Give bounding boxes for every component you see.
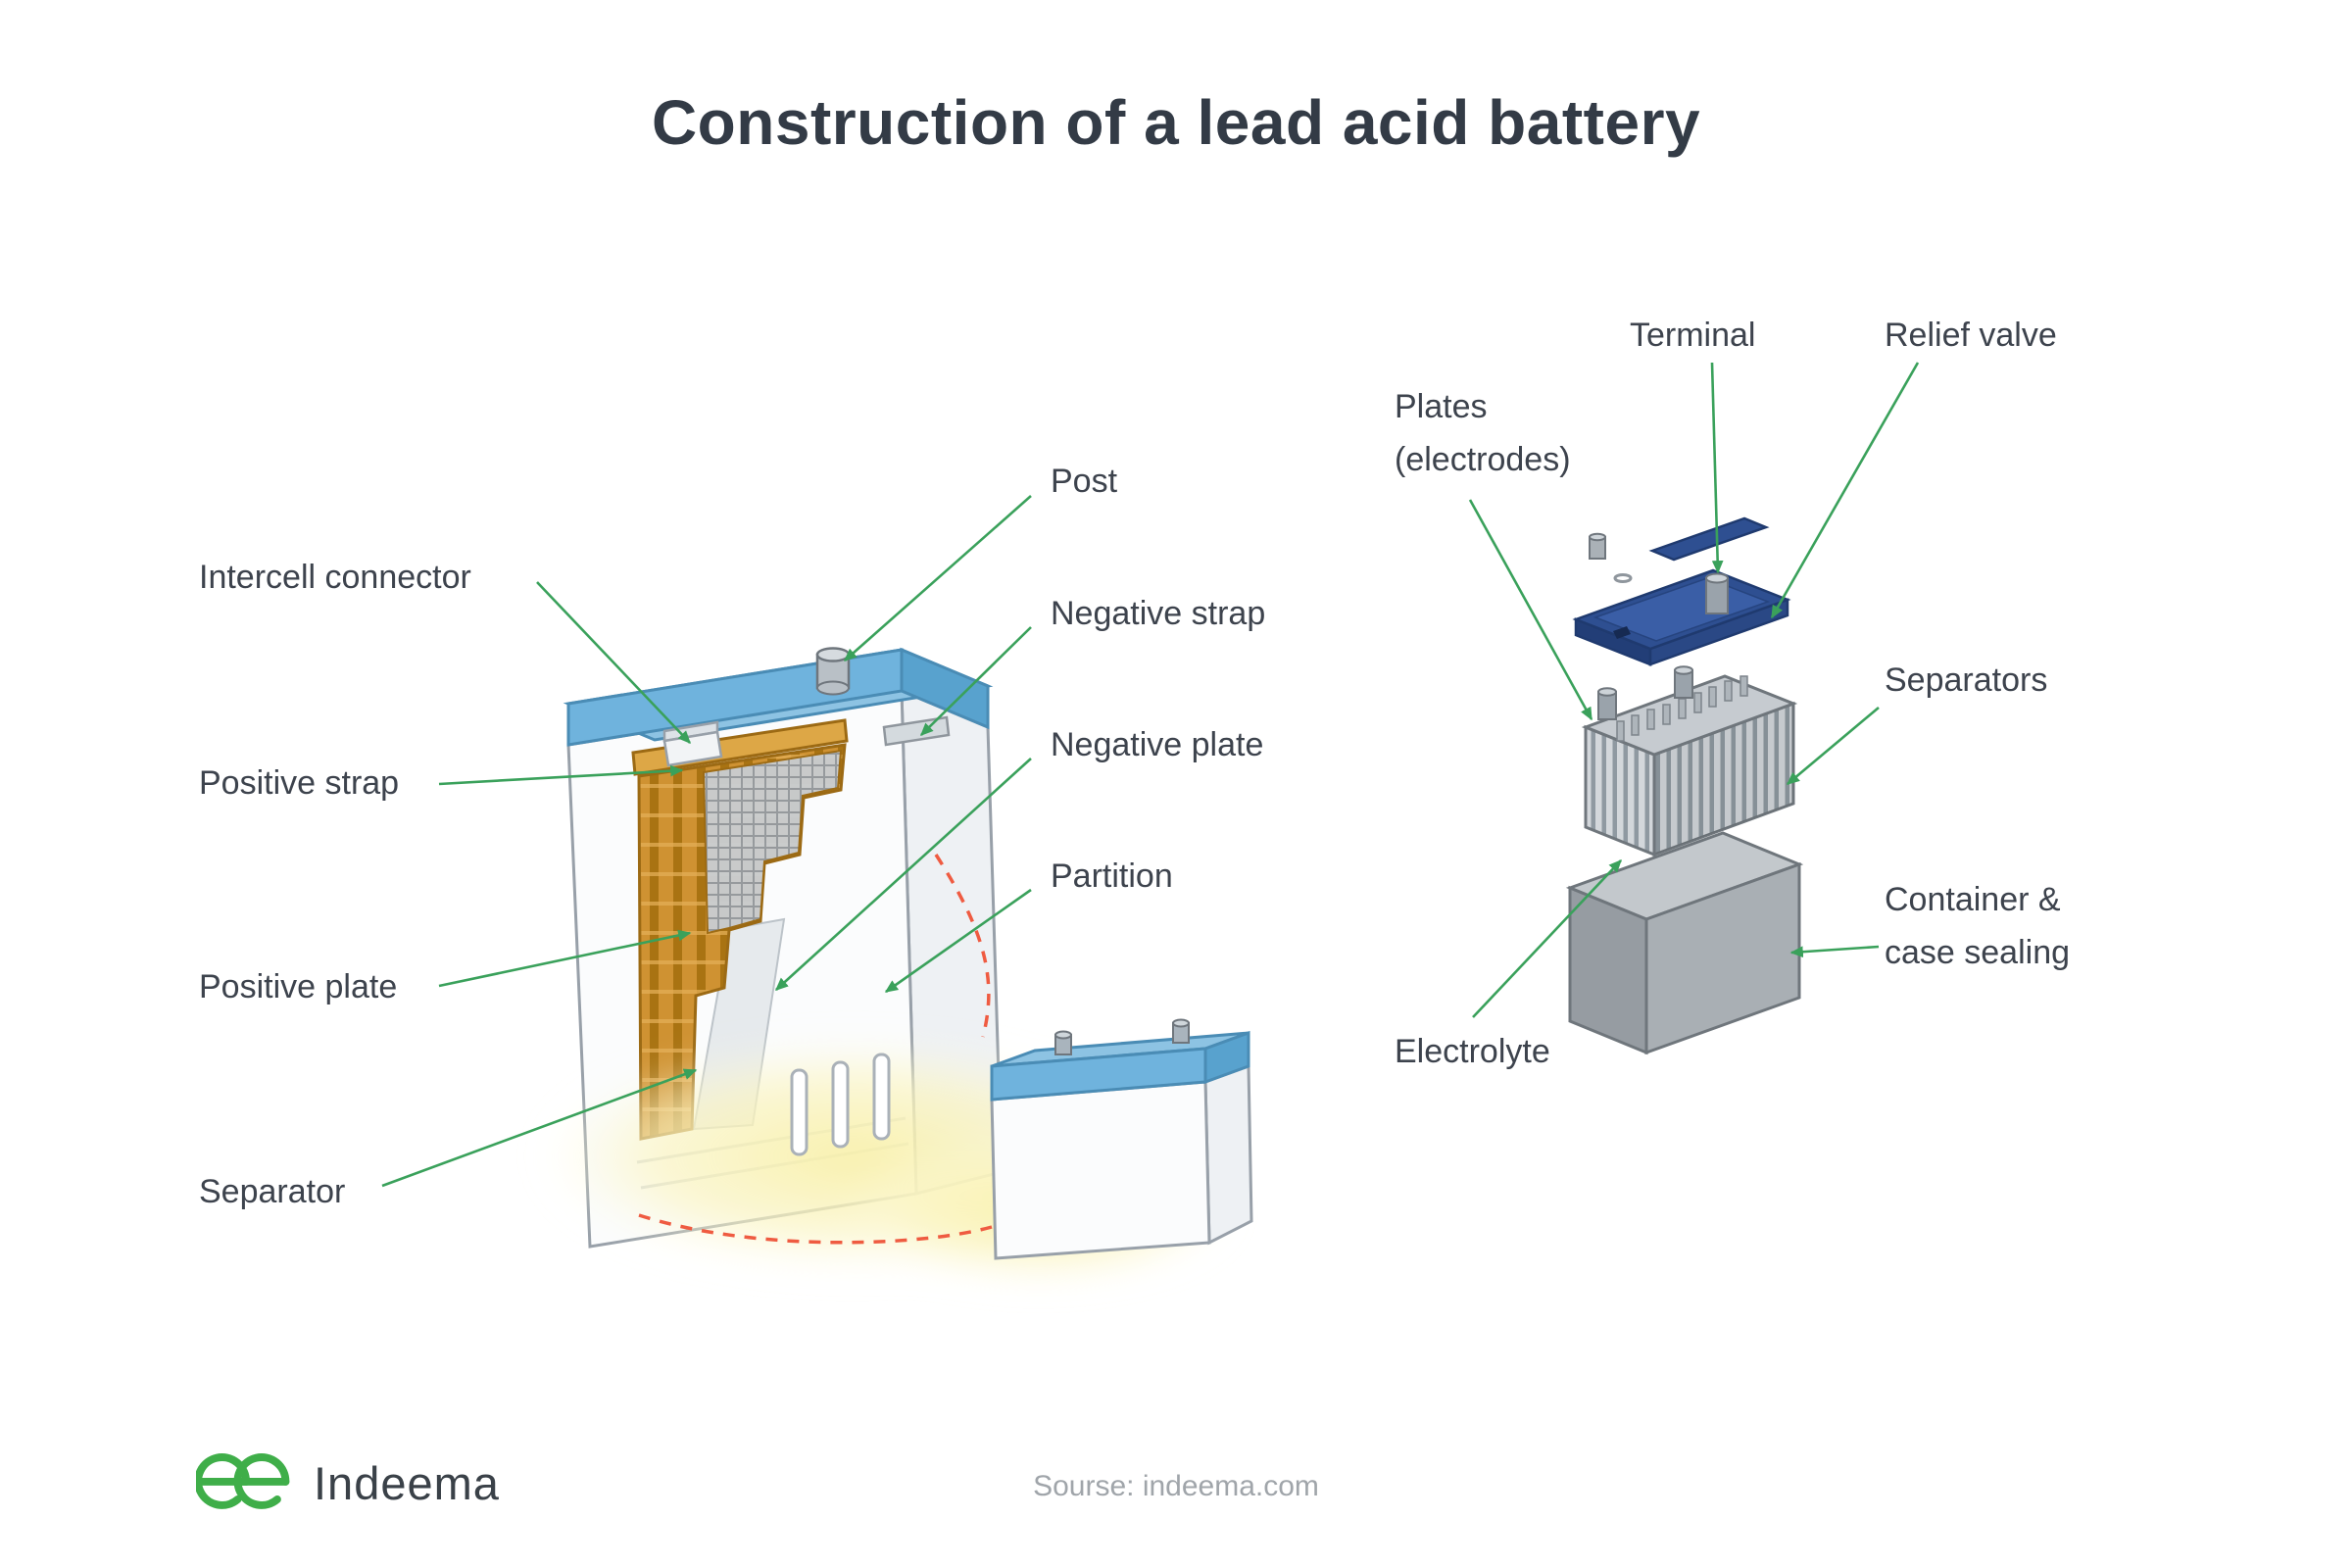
label-separator: Separator (199, 1173, 346, 1210)
plate-tabs (1616, 675, 1748, 742)
label-partition: Partition (1051, 858, 1173, 895)
arrow-negative-strap (920, 626, 1032, 736)
arrow-plates-electrodes (1468, 499, 1593, 721)
arrow-positive-strap (438, 764, 684, 786)
label-terminal: Terminal (1630, 317, 1756, 354)
exploded-battery-illustration (1565, 516, 1804, 1055)
page-title: Construction of a lead acid battery (651, 87, 1701, 158)
label-plates-electrodes: Plates (electrodes) (1395, 388, 1571, 478)
plate-stack-part (1581, 665, 1798, 858)
label-negative-plate: Negative plate (1051, 726, 1264, 763)
loose-terminal-piece (1589, 532, 1633, 583)
label-separators: Separators (1885, 662, 2048, 699)
arrow-separators (1786, 707, 1880, 785)
label-negative-strap: Negative strap (1051, 595, 1266, 632)
label-intercell-connector: Intercell connector (199, 559, 471, 596)
label-container-case-sealing: Container & case sealing (1885, 881, 2071, 971)
annotation-arrows (381, 362, 1920, 1188)
label-positive-plate: Positive plate (199, 968, 398, 1005)
seal-ring (1613, 573, 1633, 583)
arrow-separator (381, 1068, 698, 1188)
small-battery-posts (1054, 1018, 1190, 1055)
source-credit: Sourse: indeema.com (1033, 1470, 1319, 1502)
arrow-post (843, 495, 1032, 662)
lid-part (1572, 568, 1791, 666)
case-top-side-band (900, 647, 990, 730)
arrow-electrolyte (1472, 858, 1622, 1018)
arrow-container-case-sealing (1789, 945, 1880, 958)
label-relief-valve: Relief valve (1885, 317, 2057, 354)
terminal-part (1705, 572, 1729, 614)
lid-vent-hole (1613, 626, 1631, 639)
arrow-relief-valve (1770, 362, 1920, 619)
relief-valve-part (1648, 516, 1770, 562)
partition-walls (790, 1053, 891, 1156)
container-part (1565, 831, 1804, 1055)
stack-terminal-bushings (1597, 665, 1693, 720)
magnifier-dashed-lines (638, 854, 993, 1245)
magnified-cell-battery (990, 1018, 1253, 1260)
intercell-connector-part (662, 720, 723, 767)
label-electrolyte: Electrolyte (1395, 1033, 1550, 1070)
indeema-logo-icon (196, 1453, 290, 1509)
arrow-terminal (1710, 362, 1724, 574)
arrow-partition (884, 888, 1032, 994)
label-post: Post (1051, 463, 1118, 500)
label-positive-strap: Positive strap (199, 764, 400, 802)
arrow-negative-plate (774, 758, 1032, 991)
arrow-intercell-connector (536, 581, 691, 745)
post-part (815, 647, 851, 696)
plate-grid-face (702, 749, 843, 935)
arrow-positive-plate (438, 929, 692, 988)
brand-lockup: Indeema (196, 1452, 500, 1513)
brand-name: Indeema (314, 1456, 500, 1509)
